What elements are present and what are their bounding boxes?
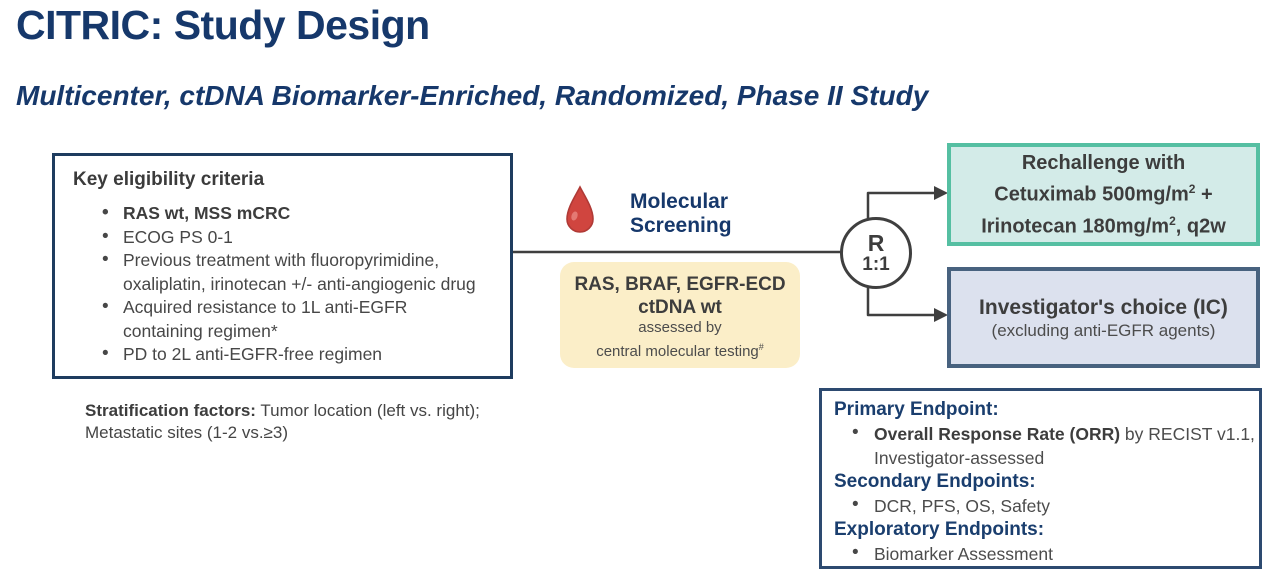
secondary-endpoints-item: DCR, PFS, OS, Safety bbox=[834, 493, 1249, 518]
stratification-line1: Stratification factors: Tumor location (… bbox=[85, 400, 555, 422]
eligibility-item-text: containing regimen* bbox=[123, 320, 278, 341]
randomization-ratio: 1:1 bbox=[862, 254, 890, 276]
molecular-screening-line2: Screening bbox=[630, 214, 732, 237]
stratification-note: Stratification factors: Tumor location (… bbox=[85, 400, 555, 444]
page-title: CITRIC: Study Design bbox=[16, 2, 430, 48]
arm-rechallenge-line3-text: Irinotecan 180mg/m bbox=[981, 215, 1170, 238]
eligibility-item: Acquired resistance to 1L anti-EGFR cont… bbox=[101, 295, 500, 343]
arm-rechallenge-line3: Irinotecan 180mg/m2, q2w bbox=[981, 208, 1226, 240]
secondary-endpoints-heading: Secondary Endpoints: bbox=[834, 471, 1036, 492]
superscript: 2 bbox=[1169, 213, 1176, 228]
eligibility-item-text: PD to 2L anti-EGFR-free regimen bbox=[123, 344, 383, 364]
eligibility-heading: Key eligibility criteria bbox=[73, 169, 265, 190]
randomization-node: R 1:1 bbox=[840, 217, 912, 289]
ctdna-criteria-box: RAS, BRAF, EGFR-ECD ctDNA wt assessed by… bbox=[560, 262, 800, 368]
ctdna-criteria-line1: RAS, BRAF, EGFR-ECD bbox=[574, 274, 786, 295]
arm-rechallenge-line2-text: Cetuximab 500mg/m bbox=[994, 183, 1189, 206]
ctdna-criteria-line3: assessed by bbox=[638, 319, 722, 336]
eligibility-item: Previous treatment with fluoropyrimidine… bbox=[101, 248, 500, 296]
primary-endpoint-item: Overall Response Rate (ORR) by RECIST v1… bbox=[834, 421, 1255, 446]
page-subtitle: Multicenter, ctDNA Biomarker-Enriched, R… bbox=[16, 80, 929, 111]
primary-endpoint-rest: by RECIST v1.1, bbox=[1120, 424, 1255, 444]
arm-investigator-choice-box: Investigator's choice (IC) (excluding an… bbox=[947, 267, 1260, 368]
arm-rechallenge-line2-tail: + bbox=[1195, 183, 1213, 206]
molecular-screening-line1: Molecular bbox=[630, 190, 729, 213]
eligibility-item-text: ECOG PS 0-1 bbox=[123, 226, 233, 247]
stratification-label: Stratification factors: bbox=[85, 401, 256, 420]
exploratory-endpoints-heading: Exploratory Endpoints: bbox=[834, 519, 1045, 540]
ctdna-criteria-line4-text: central molecular testing bbox=[596, 342, 759, 360]
superscript: 2 bbox=[1188, 181, 1196, 196]
arm-rechallenge-box: Rechallenge with Cetuximab 500mg/m2 + Ir… bbox=[947, 143, 1260, 246]
stratification-line2: Metastatic sites (1-2 vs.≥3) bbox=[85, 423, 288, 442]
eligibility-item-text: Acquired resistance to 1L anti-EGFR bbox=[123, 297, 408, 317]
eligibility-item: RAS wt, MSS mCRC bbox=[101, 201, 500, 226]
eligibility-criteria-box: Key eligibility criteria RAS wt, MSS mCR… bbox=[52, 153, 513, 379]
randomization-letter: R bbox=[867, 229, 885, 256]
eligibility-item-text: RAS wt, MSS mCRC bbox=[123, 203, 291, 223]
arm-investigator-line1: Investigator's choice (IC) bbox=[979, 295, 1228, 319]
arm-rechallenge-line1: Rechallenge with bbox=[1021, 151, 1186, 174]
arm-rechallenge-line3-tail: , q2w bbox=[1175, 215, 1226, 238]
eligibility-item-text: oxaliplatin, irinotecan +/- anti-angioge… bbox=[123, 273, 476, 294]
primary-endpoint-bold: Overall Response Rate (ORR) bbox=[874, 424, 1121, 444]
exploratory-endpoints-item: Biomarker Assessment bbox=[834, 541, 1249, 566]
ctdna-criteria-line4: central molecular testing# bbox=[560, 338, 800, 362]
molecular-screening-label: Molecular Screening bbox=[630, 190, 732, 238]
blood-drop-icon bbox=[564, 185, 596, 238]
endpoints-box: Primary Endpoint: Overall Response Rate … bbox=[819, 388, 1262, 569]
arm-investigator-line2: (excluding anti-EGFR agents) bbox=[991, 320, 1216, 340]
primary-endpoint-heading: Primary Endpoint: bbox=[834, 399, 999, 420]
primary-endpoint-item-line2: Investigator-assessed bbox=[874, 448, 1045, 468]
footnote-marker: # bbox=[758, 341, 764, 352]
eligibility-item-text: Previous treatment with fluoropyrimidine… bbox=[123, 250, 440, 270]
eligibility-list: RAS wt, MSS mCRC ECOG PS 0-1 Previous tr… bbox=[101, 201, 500, 367]
stratification-text: Tumor location (left vs. right); bbox=[255, 401, 480, 420]
eligibility-item: PD to 2L anti-EGFR-free regimen bbox=[101, 342, 500, 367]
arm-rechallenge-line2: Cetuximab 500mg/m2 + bbox=[994, 176, 1212, 208]
ctdna-criteria-line2: ctDNA wt bbox=[638, 297, 722, 318]
eligibility-item: ECOG PS 0-1 bbox=[101, 225, 500, 250]
